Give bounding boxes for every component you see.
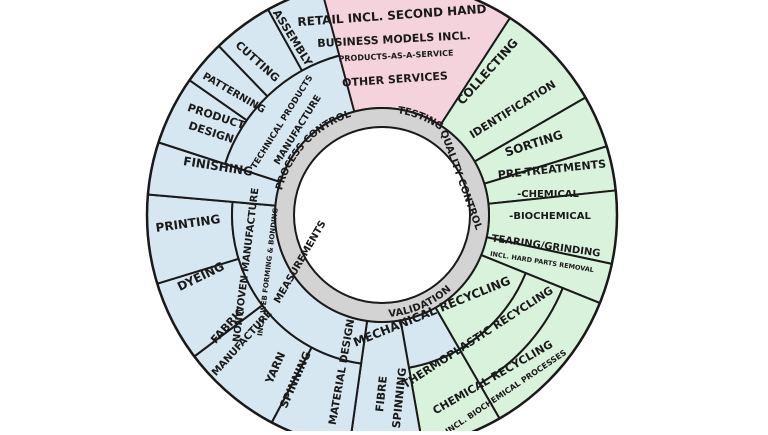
label-chemical: -CHEMICAL: [517, 189, 579, 200]
center-hole: [293, 126, 471, 304]
label-spinning-fibre: SPINNING: [390, 367, 409, 429]
outer-rim: [145, 0, 619, 431]
outer-wheel: [145, 0, 619, 431]
label-biochemical: -BIOCHEMICAL: [509, 211, 591, 222]
label-fibre: FIBRE: [373, 375, 390, 412]
